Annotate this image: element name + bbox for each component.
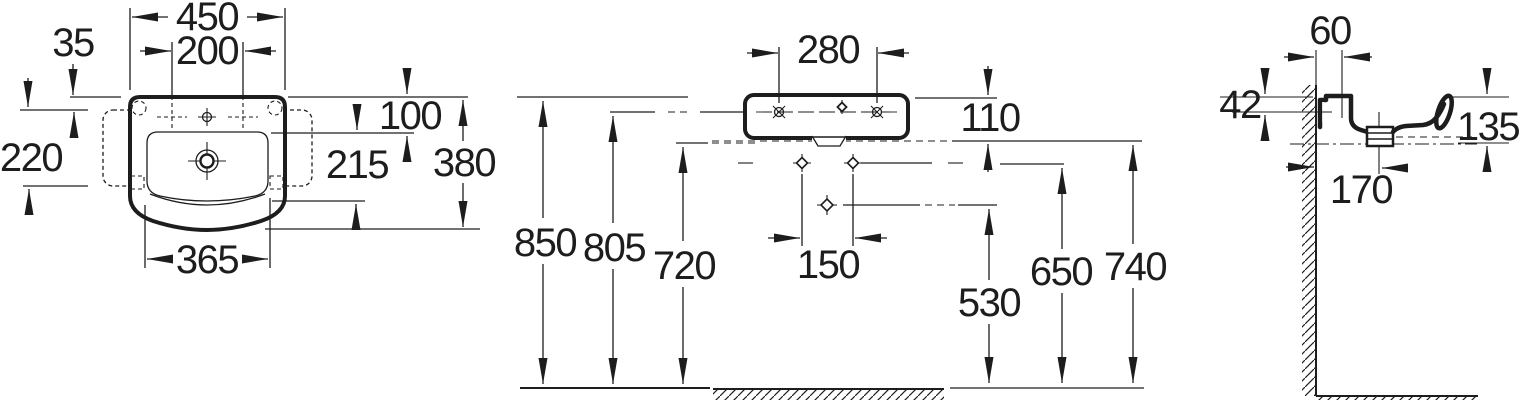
dim-fixing-spacing: 280 (747, 28, 909, 103)
dim-waste-spacing: 150 (768, 174, 887, 287)
dim-rim-to-mounting: 110 (960, 66, 1021, 172)
dim-label-805: 805 (583, 226, 645, 270)
basin-front-outline (743, 93, 910, 140)
fixing-mark-top-left (131, 100, 147, 116)
floor-front (520, 387, 1144, 400)
bowl-front-edge (149, 193, 266, 206)
dim-label-450: 450 (176, 0, 238, 39)
dim-label-110: 110 (960, 96, 1020, 140)
dim-overall-depth: 380 (265, 100, 497, 230)
dim-overall-width: 450 (129, 0, 286, 90)
fixing-mark-bottom-right (269, 175, 284, 190)
side-view: 60 42 135 170 (1219, 9, 1521, 400)
drain-icon (188, 142, 226, 180)
dim-rim-to-bowl: 100 (271, 68, 468, 162)
drain-notch (811, 134, 847, 147)
dim-mounting-height: 720 (653, 147, 717, 384)
mounting-line (676, 140, 1142, 144)
dim-rim-to-ledge: 42 (1219, 68, 1332, 141)
dim-label-35: 35 (52, 21, 94, 65)
front-lip-profile (1433, 93, 1455, 131)
waste-mark-icon (817, 195, 837, 215)
plan-view: 450 200 35 220 (0, 0, 497, 282)
wall-section (1302, 50, 1317, 396)
dim-trap-offset: 170 (1286, 162, 1408, 212)
basin-bottom-profile (1390, 101, 1447, 135)
dim-rim-to-underside: 135 (1450, 68, 1521, 172)
dim-label-42: 42 (1219, 83, 1261, 127)
fixing-hole-right-icon (870, 105, 884, 119)
dim-label-100: 100 (379, 94, 441, 138)
supply-mark-left-icon (793, 154, 811, 172)
dim-label-215: 215 (326, 143, 388, 187)
fixing-mark-top-right (267, 100, 283, 116)
dim-lower-fixing-height: 530 (958, 209, 1022, 383)
overflow-mark-icon (198, 108, 216, 126)
fixing-level-lines (738, 162, 1064, 206)
dim-label-200: 200 (176, 29, 238, 73)
front-view: 280 110 150 850 805 (514, 28, 1168, 400)
dim-tap-spacing: 200 (140, 29, 276, 131)
dim-rim-height: 850 (514, 101, 578, 384)
dim-rail-length: 220 (0, 78, 88, 215)
dim-underside-height: 740 (1104, 145, 1168, 383)
dim-label-170: 170 (1330, 168, 1392, 212)
fixing-mark-bottom-left (130, 175, 145, 190)
dim-label-720: 720 (653, 244, 715, 288)
overflow-mark-front-icon (836, 100, 848, 114)
dim-label-530: 530 (958, 281, 1020, 325)
bowl-rim (146, 131, 269, 202)
dim-bowl-width: 365 (144, 198, 271, 282)
towel-rail-left (102, 109, 150, 187)
dim-label-365: 365 (176, 238, 238, 282)
supply-mark-right-icon (844, 154, 862, 172)
dim-bowl-depth: 215 (272, 104, 390, 230)
dim-mid-fixing-height: 650 (1030, 168, 1094, 383)
dim-label-220: 220 (0, 136, 62, 180)
trap-profile (1365, 125, 1395, 148)
dim-label-60: 60 (1309, 9, 1351, 53)
dim-tap-height: 805 (583, 116, 647, 384)
fixing-hole-left-icon (772, 105, 786, 119)
dim-label-280: 280 (797, 28, 859, 72)
dim-label-740: 740 (1104, 245, 1166, 289)
dim-label-850: 850 (514, 221, 576, 265)
dim-label-150: 150 (797, 243, 859, 287)
mounting-bracket-profile (1317, 93, 1374, 136)
basin-section-profile (1317, 93, 1455, 148)
dim-label-650: 650 (1030, 250, 1092, 294)
dim-label-135: 135 (1457, 105, 1519, 149)
floor-side (1316, 395, 1478, 400)
dim-label-380: 380 (433, 141, 495, 185)
dim-tap-offset: 60 (1284, 9, 1372, 62)
dim-rail-offset: 35 (20, 21, 121, 138)
